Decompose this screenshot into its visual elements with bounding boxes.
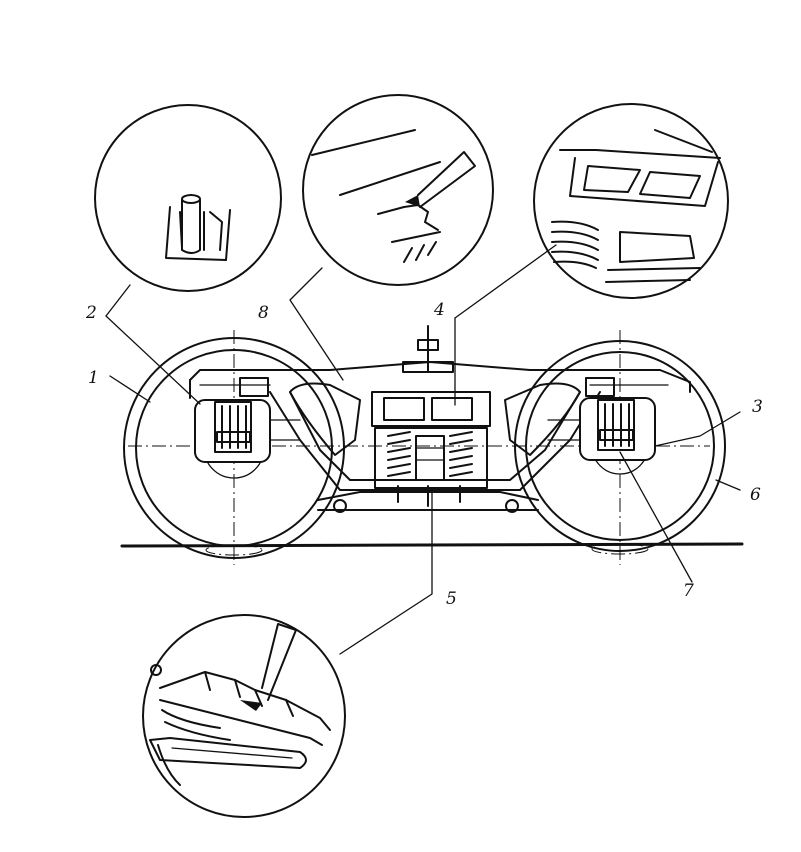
detail-circle-wedge: [302, 94, 494, 286]
callout-4: 4: [433, 300, 445, 320]
bolster-spring-group: [317, 325, 539, 513]
detail-circle-leaf-spring: [142, 614, 346, 818]
detail-circle-bearing: [94, 104, 282, 292]
callout-5: 5: [446, 589, 457, 609]
detail-circle-bolster: [533, 103, 729, 299]
callout-2: 2: [85, 303, 97, 323]
callout-1: 1: [88, 368, 99, 388]
left-axle-box: [194, 399, 301, 463]
callout-8: 8: [258, 303, 269, 323]
leader-lines: [105, 244, 741, 655]
callout-6: 6: [750, 485, 761, 505]
callout-7: 7: [683, 581, 694, 601]
callout-3: 3: [752, 397, 763, 417]
callout-labels: 2 1 8 4 3 6 7 5: [85, 300, 763, 609]
right-axle-box: [547, 397, 656, 461]
